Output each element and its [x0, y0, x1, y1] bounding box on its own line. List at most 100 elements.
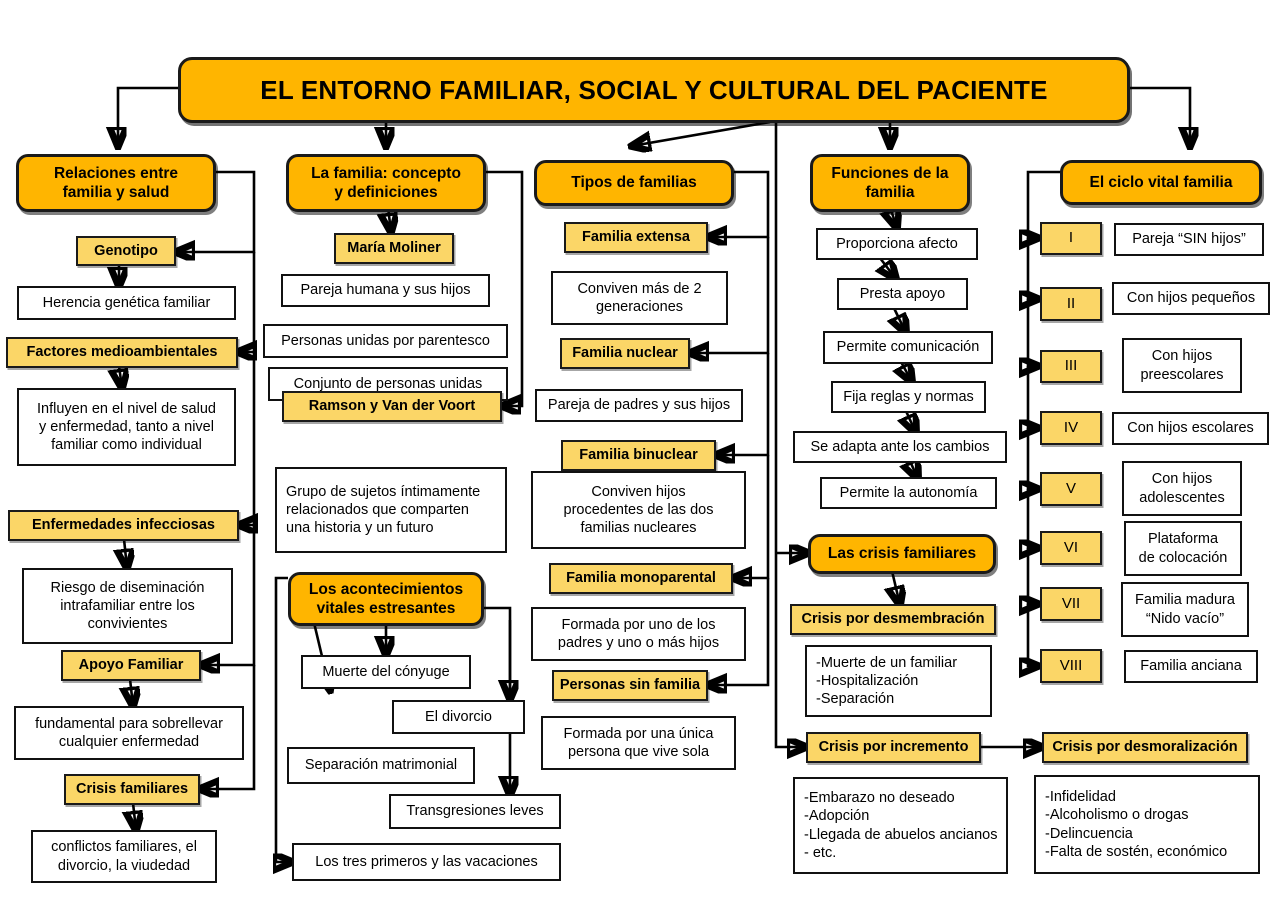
header-line-2: familia y salud [62, 184, 170, 201]
sub-familia-binuclear[interactable]: Familia binuclear [561, 440, 716, 471]
text-line-1: Formada por uno de los [561, 616, 716, 633]
page-title: EL ENTORNO FAMILIAR, SOCIAL Y CULTURAL D… [178, 57, 1130, 123]
leaf-apoyo-descripcion: fundamental para sobrellevar cualquier e… [14, 706, 244, 760]
leaf-desmembracion-items: -Muerte de un familiar -Hospitalización … [805, 645, 992, 717]
leaf-nuclear-descripcion: Pareja de padres y sus hijos [535, 389, 743, 422]
sub-apoyo-familiar[interactable]: Apoyo Familiar [61, 650, 201, 681]
sub-crisis-desmoralizacion[interactable]: Crisis por desmoralización [1042, 732, 1248, 763]
leaf-acontecimiento-1: El divorcio [392, 700, 525, 734]
sub-crisis-desmembracion[interactable]: Crisis por desmembración [790, 604, 996, 635]
stage-label-8: Familia anciana [1124, 650, 1258, 683]
leaf-acontecimiento-2: Separación matrimonial [287, 747, 475, 784]
sub-genotipo[interactable]: Genotipo [76, 236, 176, 266]
list-item: -Llegada de abuelos ancianos [804, 826, 998, 843]
text-line-2: relacionados que comparten [286, 501, 469, 518]
text-line-1: conflictos familiares, el [51, 839, 197, 856]
text-line-2: de colocación [1138, 549, 1228, 566]
leaf-moliner-def-2: Personas unidas por parentesco [263, 324, 508, 358]
stage-numeral-5[interactable]: V [1040, 472, 1102, 506]
stage-label-2: Con hijos pequeños [1112, 282, 1270, 315]
leaf-sin-familia-descripcion: Formada por una única persona que vive s… [541, 716, 736, 770]
header-tipos-familias[interactable]: Tipos de familias [534, 160, 734, 206]
leaf-moliner-def-1: Pareja humana y sus hijos [281, 274, 490, 307]
text-line-1: Familia madura [1135, 592, 1235, 609]
list-item: -Infidelidad [1045, 789, 1116, 806]
header-line-1: La familia: concepto [311, 164, 461, 182]
leaf-acontecimiento-3: Transgresiones leves [389, 794, 561, 829]
leaf-acontecimiento-0: Muerte del cónyuge [301, 655, 471, 689]
list-item: -Adopción [804, 808, 870, 825]
text-line-2: cualquier enfermedad [58, 734, 200, 750]
text-line-2: intrafamiliar entre los [60, 597, 195, 614]
text-line-1: Con hijos [1151, 471, 1213, 488]
leaf-enfermedades-descripcion: Riesgo de diseminación intrafamiliar ent… [22, 568, 233, 644]
text-line-2: preescolares [1140, 366, 1224, 383]
text-line-3: familias nucleares [580, 520, 697, 537]
stage-numeral-7[interactable]: VII [1040, 587, 1102, 621]
leaf-extensa-descripcion: Conviven más de 2 generaciones [551, 271, 728, 325]
leaf-funcion-3: Fija reglas y normas [831, 381, 986, 413]
sub-crisis-incremento[interactable]: Crisis por incremento [806, 732, 981, 763]
stage-numeral-6[interactable]: VI [1040, 531, 1102, 565]
text-line-2: “Nido vacío” [1145, 610, 1225, 627]
stage-numeral-4[interactable]: IV [1040, 411, 1102, 445]
list-item: -Muerte de un familiar [816, 654, 958, 671]
leaf-funcion-2: Permite comunicación [823, 331, 993, 364]
header-acontecimientos-vitales[interactable]: Los acontecimientos vitales estresantes [288, 572, 484, 626]
stage-label-6: Plataforma de colocación [1124, 521, 1242, 576]
header-relaciones-familia-salud[interactable]: Relaciones entre familia y salud [16, 154, 216, 212]
sub-crisis-familiares-left[interactable]: Crisis familiares [64, 774, 200, 805]
sub-ramson-van-der-voort[interactable]: Ramson y Van der Voort [282, 391, 502, 422]
leaf-ramson-definicion: Grupo de sujetos íntimamente relacionado… [275, 467, 507, 553]
stage-label-5: Con hijos adolescentes [1122, 461, 1242, 516]
text-line-1: Conviven hijos [591, 483, 686, 500]
list-item: -Embarazo no deseado [804, 790, 955, 807]
text-line-1: Plataforma [1147, 531, 1219, 548]
stage-label-1: Pareja “SIN hijos” [1114, 223, 1264, 256]
sub-enfermedades-infecciosas[interactable]: Enfermedades infecciosas [8, 510, 239, 541]
text-line-2: generaciones [595, 299, 684, 315]
stage-numeral-8[interactable]: VIII [1040, 649, 1102, 683]
sub-maria-moliner[interactable]: María Moliner [334, 233, 454, 264]
header-line-2: y definiciones [334, 184, 438, 201]
leaf-crisis-descripcion: conflictos familiares, el divorcio, la v… [31, 830, 217, 883]
header-line-1: Relaciones entre [53, 164, 179, 182]
header-funciones-familia[interactable]: Funciones de la familia [810, 154, 970, 212]
header-line-1: Funciones de la [831, 164, 949, 182]
sub-familia-nuclear[interactable]: Familia nuclear [560, 338, 690, 369]
text-line-2: adolescentes [1139, 489, 1225, 506]
header-line-1: Los acontecimientos [308, 580, 464, 598]
list-item: -Separación [816, 691, 895, 708]
text-line-1: Conviven más de 2 [577, 280, 702, 297]
list-item: -Falta de sostén, económico [1045, 843, 1228, 860]
text-line-3: familiar como individual [51, 437, 202, 454]
leaf-acontecimiento-4: Los tres primeros y las vacaciones [292, 843, 561, 881]
leaf-binuclear-descripcion: Conviven hijos procedentes de las dos fa… [531, 471, 746, 549]
sub-familia-extensa[interactable]: Familia extensa [564, 222, 708, 253]
leaf-funcion-4: Se adapta ante los cambios [793, 431, 1007, 463]
sub-factores-medioambientales[interactable]: Factores medioambientales [6, 337, 238, 368]
leaf-funcion-1: Presta apoyo [837, 278, 968, 310]
header-line-2: vitales estresantes [316, 600, 456, 617]
leaf-funcion-5: Permite la autonomía [820, 477, 997, 509]
text-line-1: Formada por una única [563, 725, 714, 742]
leaf-desmoralizacion-items: -Infidelidad -Alcoholismo o drogas -Deli… [1034, 775, 1260, 874]
header-las-crisis-familiares[interactable]: Las crisis familiares [808, 534, 996, 574]
text-line-1: Grupo de sujetos íntimamente [286, 483, 481, 500]
leaf-monoparental-descripcion: Formada por uno de los padres y uno o má… [531, 607, 746, 661]
leaf-funcion-0: Proporciona afecto [816, 228, 978, 260]
text-line-3: convivientes [87, 616, 168, 633]
text-line-2: procedentes de las dos [563, 501, 714, 518]
leaf-herencia-genetica: Herencia genética familiar [17, 286, 236, 320]
stage-label-4: Con hijos escolares [1112, 412, 1269, 445]
sub-familia-monoparental[interactable]: Familia monoparental [549, 563, 733, 594]
stage-numeral-2[interactable]: II [1040, 287, 1102, 321]
sub-personas-sin-familia[interactable]: Personas sin familia [552, 670, 708, 701]
header-familia-concepto[interactable]: La familia: concepto y definiciones [286, 154, 486, 212]
text-line-2: divorcio, la viudedad [57, 857, 191, 874]
leaf-incremento-items: -Embarazo no deseado -Adopción -Llegada … [793, 777, 1008, 874]
stage-numeral-1[interactable]: I [1040, 222, 1102, 255]
header-ciclo-vital-familia[interactable]: El ciclo vital familia [1060, 160, 1262, 205]
stage-numeral-3[interactable]: III [1040, 350, 1102, 383]
